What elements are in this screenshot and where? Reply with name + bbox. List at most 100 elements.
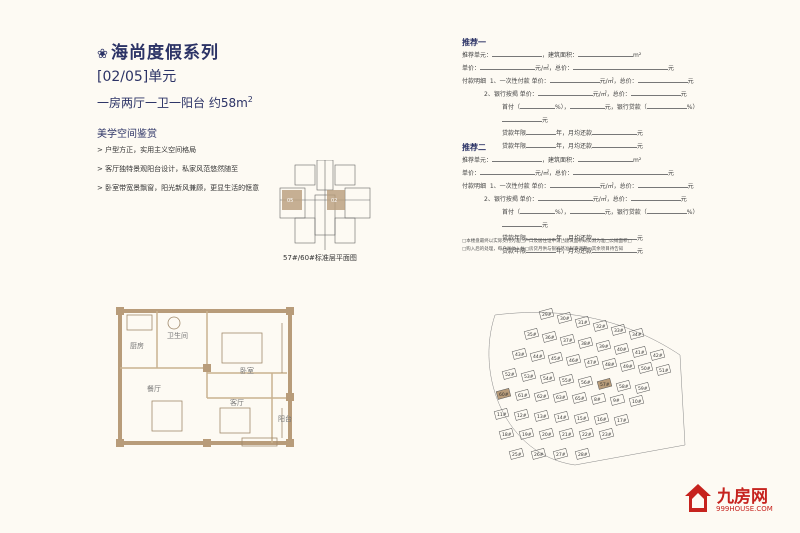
site-building-shape	[558, 374, 575, 386]
site-building-shape	[558, 428, 575, 440]
rec-years-field[interactable]	[526, 134, 557, 135]
site-building: 58#	[615, 380, 632, 392]
site-building: 50#	[637, 362, 654, 374]
rec-total-field[interactable]	[573, 69, 669, 70]
layout-sup: 2	[247, 95, 253, 104]
rec-loan-amount-field[interactable]	[502, 226, 542, 227]
rec-opt1-total-field[interactable]	[637, 82, 688, 83]
site-building-label: 28#	[578, 452, 588, 458]
site-building-label: 43#	[515, 352, 525, 358]
site-building: 13#	[533, 410, 550, 422]
site-building-shape	[598, 428, 615, 440]
site-building-shape	[634, 382, 651, 394]
rec-opt1-price-field[interactable]	[549, 187, 600, 188]
site-building-shape	[593, 413, 610, 425]
site-building-label: 36#	[545, 335, 555, 341]
site-building-shape	[595, 340, 612, 352]
site-building-shape	[655, 364, 672, 376]
rec-down-percent-field[interactable]	[520, 213, 556, 214]
rec-down-percent-field[interactable]	[520, 108, 556, 109]
site-building: 19#	[518, 428, 535, 440]
site-building: 59#	[634, 382, 651, 394]
rec-monthly-field[interactable]	[592, 252, 638, 253]
site-building-label: 13#	[537, 414, 547, 420]
site-building: 43#	[511, 348, 528, 360]
site-building-label: 61#	[518, 393, 528, 399]
brand-logo[interactable]: 九房网 999HOUSE.COM	[683, 482, 795, 522]
site-building: 47#	[583, 356, 600, 368]
recommendation-one: 推荐一 推荐单元：，建筑面积：m² 单价：元/㎡，总价：元 付款明细 1、一次性…	[462, 36, 722, 153]
rec-down-amount-field[interactable]	[569, 213, 605, 214]
site-building-label: 19#	[522, 432, 532, 438]
rec-opt2-total-field[interactable]	[630, 95, 681, 96]
site-building: 28#	[574, 448, 591, 460]
site-building-label: 23#	[602, 432, 612, 438]
site-building: 14#	[553, 411, 570, 423]
unit-number: [02/05]单元	[97, 69, 177, 85]
series-title-text: 海尚度假系列	[111, 43, 219, 63]
rec-total-field[interactable]	[573, 174, 669, 175]
site-building-shape	[501, 368, 518, 380]
rec-area-field[interactable]	[578, 56, 634, 57]
site-building: 26#	[530, 448, 547, 460]
rec-loan-percent-field[interactable]	[646, 108, 687, 109]
site-building: 36#	[541, 331, 558, 343]
rec-years-field[interactable]	[526, 147, 557, 148]
site-building: 61#	[514, 389, 531, 401]
site-building: 62#	[533, 390, 550, 402]
feature-item: 客厅独特景观阳台设计，私家风范悠然随至	[97, 160, 259, 179]
site-building: 57#	[596, 378, 613, 390]
site-building-shape	[574, 448, 591, 460]
site-building-shape	[592, 320, 609, 332]
rec-loan-percent-field[interactable]	[646, 213, 687, 214]
rec-years-field[interactable]	[526, 252, 557, 253]
rec-area-field[interactable]	[578, 161, 634, 162]
standard-floor-mini-plan: 05 02	[279, 160, 371, 250]
site-building-label: 32#	[596, 324, 606, 330]
rec-price-field[interactable]	[480, 69, 536, 70]
site-building-label: 30#	[560, 316, 570, 322]
rec-opt2-price-field[interactable]	[537, 200, 593, 201]
site-building-shape	[523, 328, 540, 340]
rec-down-amount-field[interactable]	[569, 108, 605, 109]
site-building-shape	[628, 328, 645, 340]
mini-plan-label: 05	[287, 198, 293, 204]
site-building: 33#	[610, 324, 627, 336]
site-building-shape	[596, 378, 613, 390]
site-building-shape	[541, 331, 558, 343]
rec-opt1-price-field[interactable]	[549, 82, 600, 83]
site-building: 44#	[529, 350, 546, 362]
room-label-living: 客厅	[230, 398, 244, 407]
features-list: 户型方正，实用主义空间格局 客厅独特景观阳台设计，私家风范悠然随至 卧室带宽景飘…	[97, 141, 259, 198]
rec-unit-field[interactable]	[492, 56, 543, 57]
rec-monthly-field[interactable]	[592, 134, 638, 135]
site-building-label: 39#	[599, 344, 609, 350]
site-building-label: 62#	[537, 394, 547, 400]
room-label-bathroom: 卫生间	[167, 331, 188, 340]
site-building-shape	[508, 448, 525, 460]
site-building: 11#	[493, 408, 510, 420]
site-building-label: 17#	[617, 418, 627, 424]
rec-opt2-total-field[interactable]	[630, 200, 681, 201]
site-building-label: 63#	[556, 395, 566, 401]
site-building-shape	[493, 408, 510, 420]
site-building-shape	[578, 428, 595, 440]
rec-opt2-price-field[interactable]	[537, 95, 593, 96]
site-building: 60#	[495, 388, 512, 400]
highlight-unit-05	[282, 190, 302, 210]
rec-unit-field[interactable]	[492, 161, 543, 162]
rec-monthly-field[interactable]	[592, 239, 638, 240]
feature-item: 卧室带宽景飘窗，阳光新风兼顾，更显生活的惬意	[97, 179, 259, 198]
site-building: 25#	[508, 448, 525, 460]
rec-years-field[interactable]	[526, 239, 557, 240]
site-building-shape	[613, 414, 630, 426]
rec-price-field[interactable]	[480, 174, 536, 175]
rec-monthly-field[interactable]	[592, 147, 638, 148]
site-building: 45#	[547, 352, 564, 364]
site-building-label: 54#	[543, 376, 553, 382]
rec-loan-amount-field[interactable]	[502, 121, 542, 122]
site-building-shape	[574, 316, 591, 328]
site-building-shape	[495, 388, 512, 400]
rec-opt1-total-field[interactable]	[637, 187, 688, 188]
